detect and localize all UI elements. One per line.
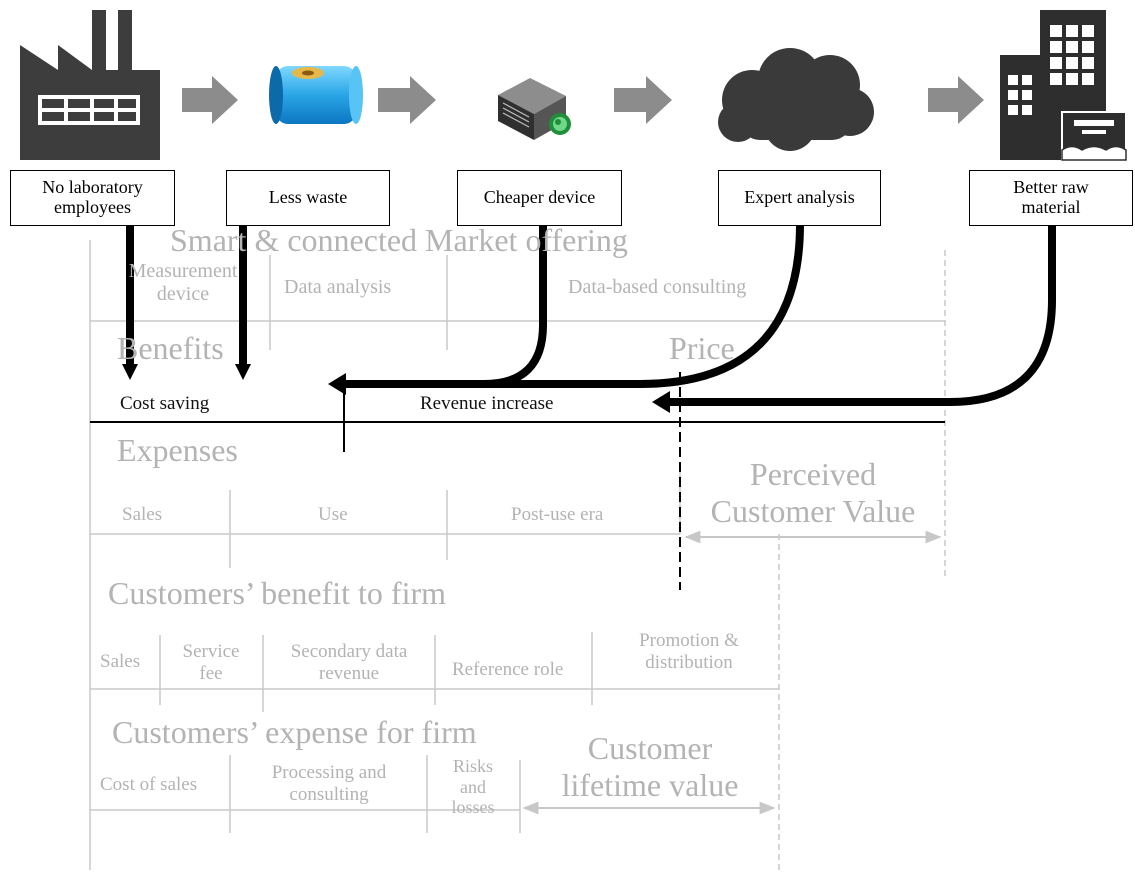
benefit-item-promotion-distribution: Promotion & distribution (639, 630, 739, 673)
expense-item-risks-losses: Risks and losses (451, 756, 495, 818)
customers-benefit-title: Customers’ benefit to firm (108, 575, 446, 611)
top-box-label: No laboratory employees (42, 177, 143, 217)
factory-icon (20, 10, 160, 160)
price-label: Price (669, 330, 735, 366)
top-box-better-raw-material: Better raw material (969, 170, 1133, 226)
benefit-item-secondary-data-revenue: Secondary data revenue (290, 641, 408, 684)
top-box-less-waste: Less waste (226, 170, 390, 226)
cost-saving-arrow (122, 224, 138, 380)
customers-expense-title: Customers’ expense for firm (112, 714, 477, 750)
benefits-label: Benefits (117, 330, 224, 366)
top-box-cheaper-device: Cheaper device (457, 170, 622, 226)
benefit-item-reference-role: Reference role (452, 659, 564, 680)
top-box-label: Better raw material (1013, 177, 1089, 217)
better-raw-material-arrow (652, 224, 1056, 413)
market-item-data-analysis: Data analysis (284, 276, 392, 298)
expert-analysis-arrow (440, 223, 804, 388)
market-item-measurement-device: Measurement device (128, 260, 238, 305)
value-lines (90, 372, 945, 590)
building-icon (1000, 10, 1127, 161)
flow-arrow (182, 76, 238, 124)
market-offering-title: Smart & connected Market offering (170, 222, 628, 258)
top-box-no-laboratory-employees: No laboratory employees (10, 170, 175, 226)
cost-saving-label: Cost saving (120, 393, 210, 414)
expense-item-processing-consulting: Processing and consulting (271, 762, 387, 805)
flow-arrow (378, 76, 436, 124)
sensor-tube-icon (269, 66, 363, 124)
grid-lines (89, 240, 946, 870)
top-box-expert-analysis: Expert analysis (718, 170, 881, 226)
less-waste-arrow (235, 224, 251, 380)
top-box-label: Expert analysis (744, 187, 855, 208)
expense-item-cost-of-sales: Cost of sales (100, 774, 198, 795)
expenses-title: Expenses (117, 432, 238, 468)
benefit-item-service-fee: Service fee (182, 641, 240, 684)
expenses-item-use: Use (318, 504, 348, 525)
flow-arrow (614, 76, 672, 124)
flow-arrow (928, 76, 984, 124)
cloud-icon (718, 48, 874, 151)
expenses-item-sales: Sales (122, 504, 163, 525)
revenue-increase-label: Revenue increase (420, 393, 554, 414)
top-box-label: Less waste (268, 187, 348, 208)
expenses-item-post-use-era: Post-use era (511, 504, 604, 525)
benefit-item-sales: Sales (100, 651, 141, 672)
market-item-data-based-consulting: Data-based consulting (568, 276, 747, 298)
customer-lifetime-value-label: Customer lifetime value (561, 730, 739, 803)
perceived-customer-value-label: Perceived Customer Value (710, 456, 916, 529)
server-icon (498, 78, 571, 140)
top-box-label: Cheaper device (483, 187, 596, 208)
